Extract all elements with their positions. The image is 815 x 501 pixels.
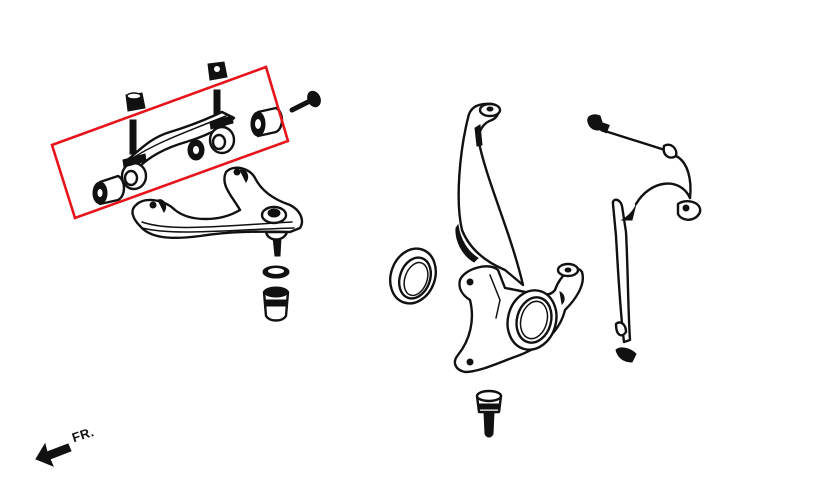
- bolt: [289, 90, 321, 113]
- bushing-outer-left: [92, 174, 126, 206]
- nut-right: [207, 61, 228, 81]
- upper-arm-bracket: [120, 89, 236, 191]
- arrow-left-down-icon: [35, 442, 72, 467]
- dust-seal: [389, 247, 437, 305]
- ball-joint-snap-ring: [262, 265, 290, 279]
- nut-left: [125, 92, 146, 112]
- steering-knuckle: [453, 102, 585, 374]
- lower-ball-joint: [475, 389, 503, 438]
- bushing-outer-right: [250, 106, 284, 138]
- ball-joint-boot: [262, 286, 290, 322]
- abs-sensor: [587, 114, 702, 363]
- highlight-box: [50, 65, 290, 220]
- upper-control-arm: [131, 166, 304, 257]
- bushing-inner: [187, 139, 205, 161]
